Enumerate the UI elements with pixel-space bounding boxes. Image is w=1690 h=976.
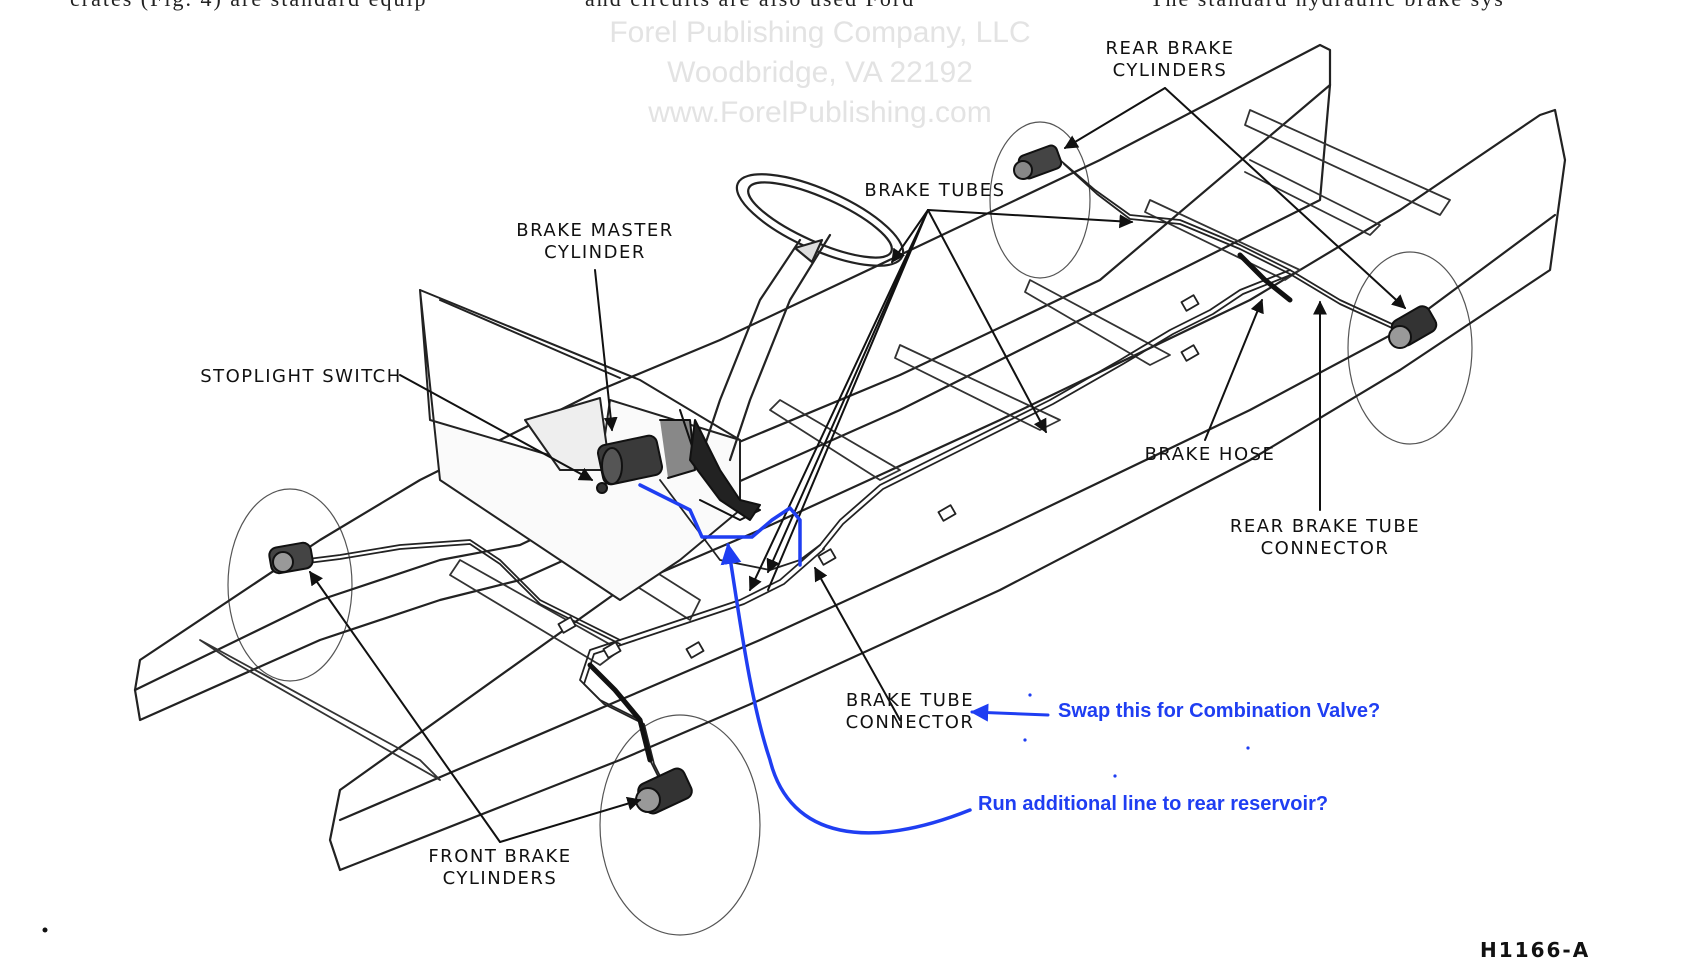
brake-hoses (587, 252, 1293, 763)
wheel-cylinders (268, 144, 1438, 815)
top-text-right: The standard hydraulic brake sys (1150, 0, 1505, 12)
front-right-cylinder (635, 767, 693, 815)
front-right-wheel (599, 714, 761, 936)
label-rear-brake-cylinders: REAR BRAKE CYLINDERS (1105, 38, 1235, 81)
rear-right-wheel (1347, 251, 1473, 445)
tube-clips (557, 294, 1200, 659)
label-brake-tube-connector: BRAKE TUBE CONNECTOR (845, 690, 975, 733)
figure-code: H1166-A (1480, 938, 1591, 962)
label-brake-master-cylinder: BRAKE MASTER CYLINDER (516, 220, 674, 263)
blue-annotation-marks (638, 483, 1050, 835)
top-text-left: crates (Fig. 4) are standard equip (70, 0, 428, 12)
note-rear-reservoir: Run additional line to rear reservoir? (978, 793, 1329, 815)
label-front-brake-cylinders: FRONT BRAKE CYLINDERS (428, 846, 572, 889)
stray-dot-black (42, 927, 48, 933)
cowl-panel (419, 289, 741, 601)
note-combination-valve: Swap this for Combination Valve? (1058, 700, 1381, 722)
rear-left-wheel (989, 121, 1091, 279)
label-stoplight-switch: STOPLIGHT SWITCH (200, 366, 402, 387)
watermark-line-1: Forel Publishing Company, LLC (609, 16, 1031, 49)
label-brake-hose: BRAKE HOSE (1144, 444, 1276, 465)
label-brake-tubes: BRAKE TUBES (864, 180, 1006, 201)
stray-dots (1023, 693, 1250, 778)
front-left-cylinder (268, 541, 314, 575)
brake-pedal (689, 419, 761, 521)
steering-wheel (735, 173, 905, 267)
watermark-line-3: www.ForelPublishing.com (648, 96, 992, 129)
frame-rails (133, 43, 1567, 872)
front-left-wheel (227, 488, 353, 682)
label-rear-brake-tube-connector: REAR BRAKE TUBE CONNECTOR (1229, 516, 1421, 559)
rear-left-cylinder (1013, 144, 1063, 180)
master-cylinder (596, 409, 761, 521)
wheel-outlines (227, 121, 1473, 936)
top-text-middle: and circuits are also used Ford (585, 0, 915, 12)
rear-right-cylinder (1388, 305, 1438, 349)
watermark-line-2: Woodbridge, VA 22192 (667, 56, 973, 89)
